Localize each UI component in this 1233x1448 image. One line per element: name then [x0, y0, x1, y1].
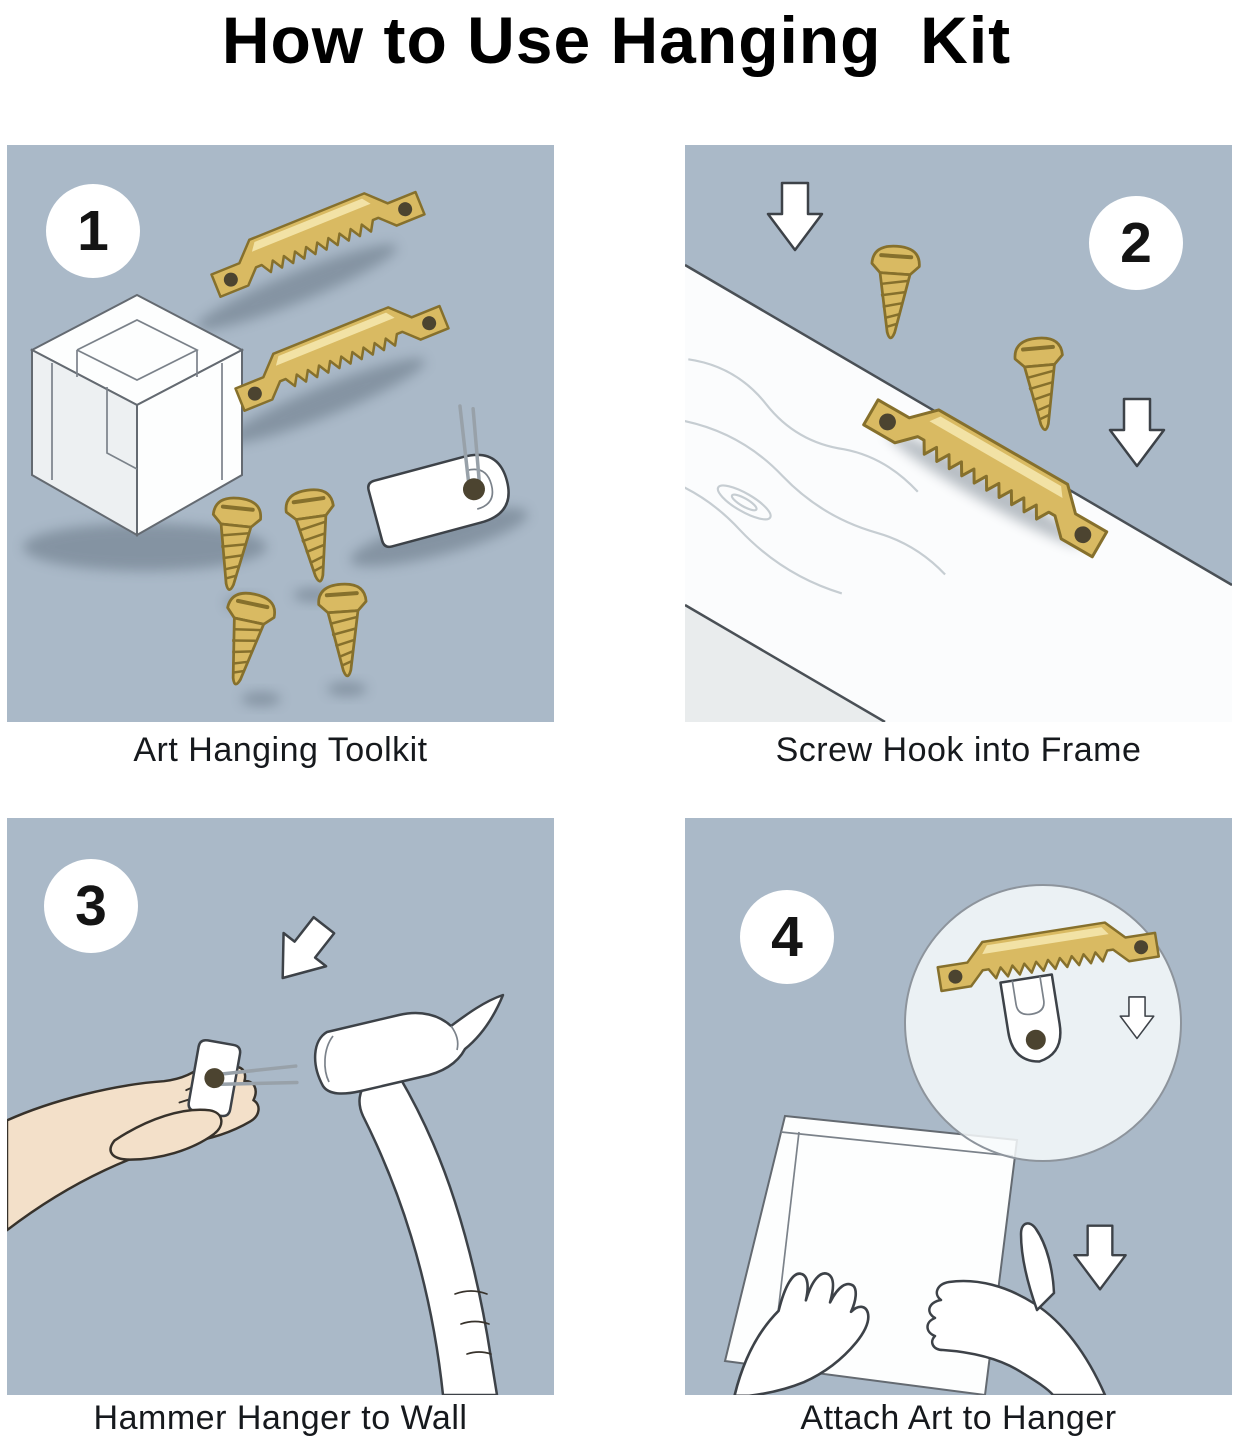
- down-arrow-icon: [1073, 1224, 1127, 1291]
- hook-hanger-icon: [367, 404, 510, 549]
- panel-step-1: 1: [7, 145, 554, 722]
- caption-step-2: Screw Hook into Frame: [775, 731, 1142, 769]
- caption-step-1: Art Hanging Toolkit: [133, 731, 428, 769]
- panel-step-4: 4: [685, 818, 1232, 1395]
- wood-grain: [685, 358, 946, 595]
- hammer-icon: [313, 993, 505, 1395]
- panel-3-illustration: [7, 907, 505, 1395]
- thumb-icon: [109, 1108, 223, 1161]
- screw-icon: [281, 484, 346, 587]
- panel-step-3: 3: [7, 818, 554, 1395]
- page-title: How to Use Hanging Kit: [221, 3, 1012, 77]
- down-arrow-icon: [766, 181, 824, 252]
- wall-hanger-icon: [187, 1038, 299, 1118]
- hook-hanger-icon: [999, 973, 1062, 1063]
- down-arrow-icon: [1108, 397, 1166, 468]
- caption-step-4: Attach Art to Hanger: [800, 1399, 1117, 1437]
- step-number-badge: 3: [44, 859, 138, 953]
- magnifier-circle: [904, 884, 1182, 1162]
- panel-4-illustration: [723, 884, 1182, 1395]
- caption-step-3: Hammer Hanger to Wall: [93, 1399, 468, 1437]
- right-hand-icon: [926, 1222, 1107, 1395]
- wood-frame-board: [685, 263, 1232, 722]
- panel-1-illustration: [23, 174, 528, 706]
- panel-step-2: 2: [685, 145, 1232, 722]
- step-number-badge: 4: [740, 890, 834, 984]
- left-hand-icon: [733, 1272, 870, 1395]
- step-number-badge: 2: [1089, 196, 1183, 290]
- screw-icon: [1011, 334, 1071, 434]
- screw-icon: [210, 587, 280, 692]
- screw-icon: [315, 580, 374, 680]
- step-number-badge: 1: [46, 184, 140, 278]
- storage-box-icon: [29, 293, 245, 537]
- panel-2-illustration: [685, 181, 1232, 722]
- screw-icon: [864, 242, 923, 342]
- down-arrow-icon: [260, 907, 347, 996]
